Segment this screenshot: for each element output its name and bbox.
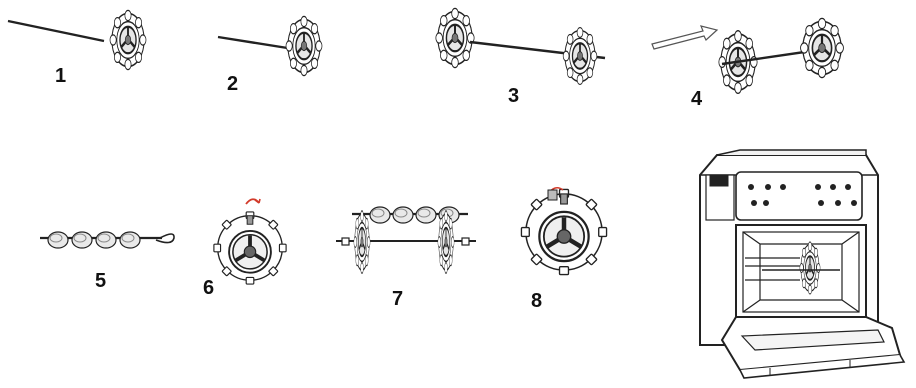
air-fryer-oven-icon (700, 150, 904, 378)
step-label-2: 2 (227, 74, 238, 94)
step-label-7: 7 (392, 289, 403, 309)
step-1-illustration (8, 10, 146, 69)
step-3-illustration (436, 8, 605, 84)
step-6-illustration (214, 199, 286, 284)
insert-arrow-icon (652, 26, 717, 49)
step-7-illustration (336, 207, 476, 273)
step-label-1: 1 (55, 66, 66, 86)
step-label-4: 4 (691, 89, 702, 109)
step-label-8: 8 (531, 291, 542, 311)
step-label-5: 5 (95, 271, 106, 291)
step-2-illustration (218, 16, 322, 75)
rotate-arrow-icon (246, 199, 260, 204)
step-label-3: 3 (508, 86, 519, 106)
step-5-illustration (40, 232, 174, 248)
step-label-6: 6 (203, 278, 214, 298)
step-4-illustration (652, 18, 843, 93)
step-8-illustration (521, 188, 606, 275)
